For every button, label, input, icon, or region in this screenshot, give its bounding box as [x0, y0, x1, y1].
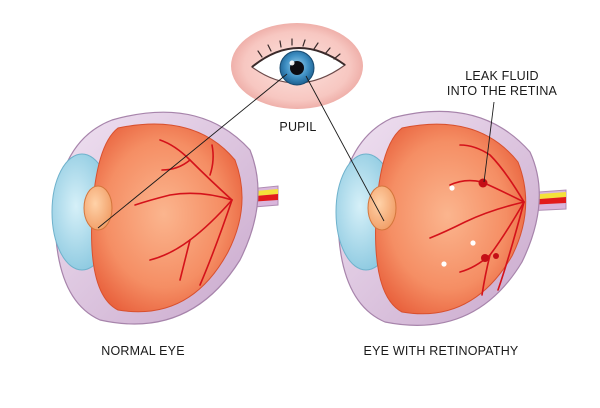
- eye-illustration-icon: [231, 23, 363, 109]
- pupil-label: PUPIL: [279, 120, 316, 134]
- pointer-line-retinopathy: [305, 75, 385, 222]
- pointer-lines: [97, 73, 495, 229]
- retinopathy-eyeball-icon: [335, 110, 567, 326]
- leak-label-line-2: INTO THE RETINA: [447, 84, 558, 98]
- normal-eyeball-icon: [51, 111, 279, 325]
- normal-eye-label: NORMAL EYE: [101, 344, 185, 358]
- leak-label-line-1: LEAK FLUID: [465, 69, 539, 83]
- pointer-line-normal: [97, 73, 288, 229]
- leak-spots: [441, 178, 499, 267]
- retinopathy-eye-label: EYE WITH RETINOPATHY: [364, 344, 519, 358]
- pointer-line-leak: [483, 101, 495, 183]
